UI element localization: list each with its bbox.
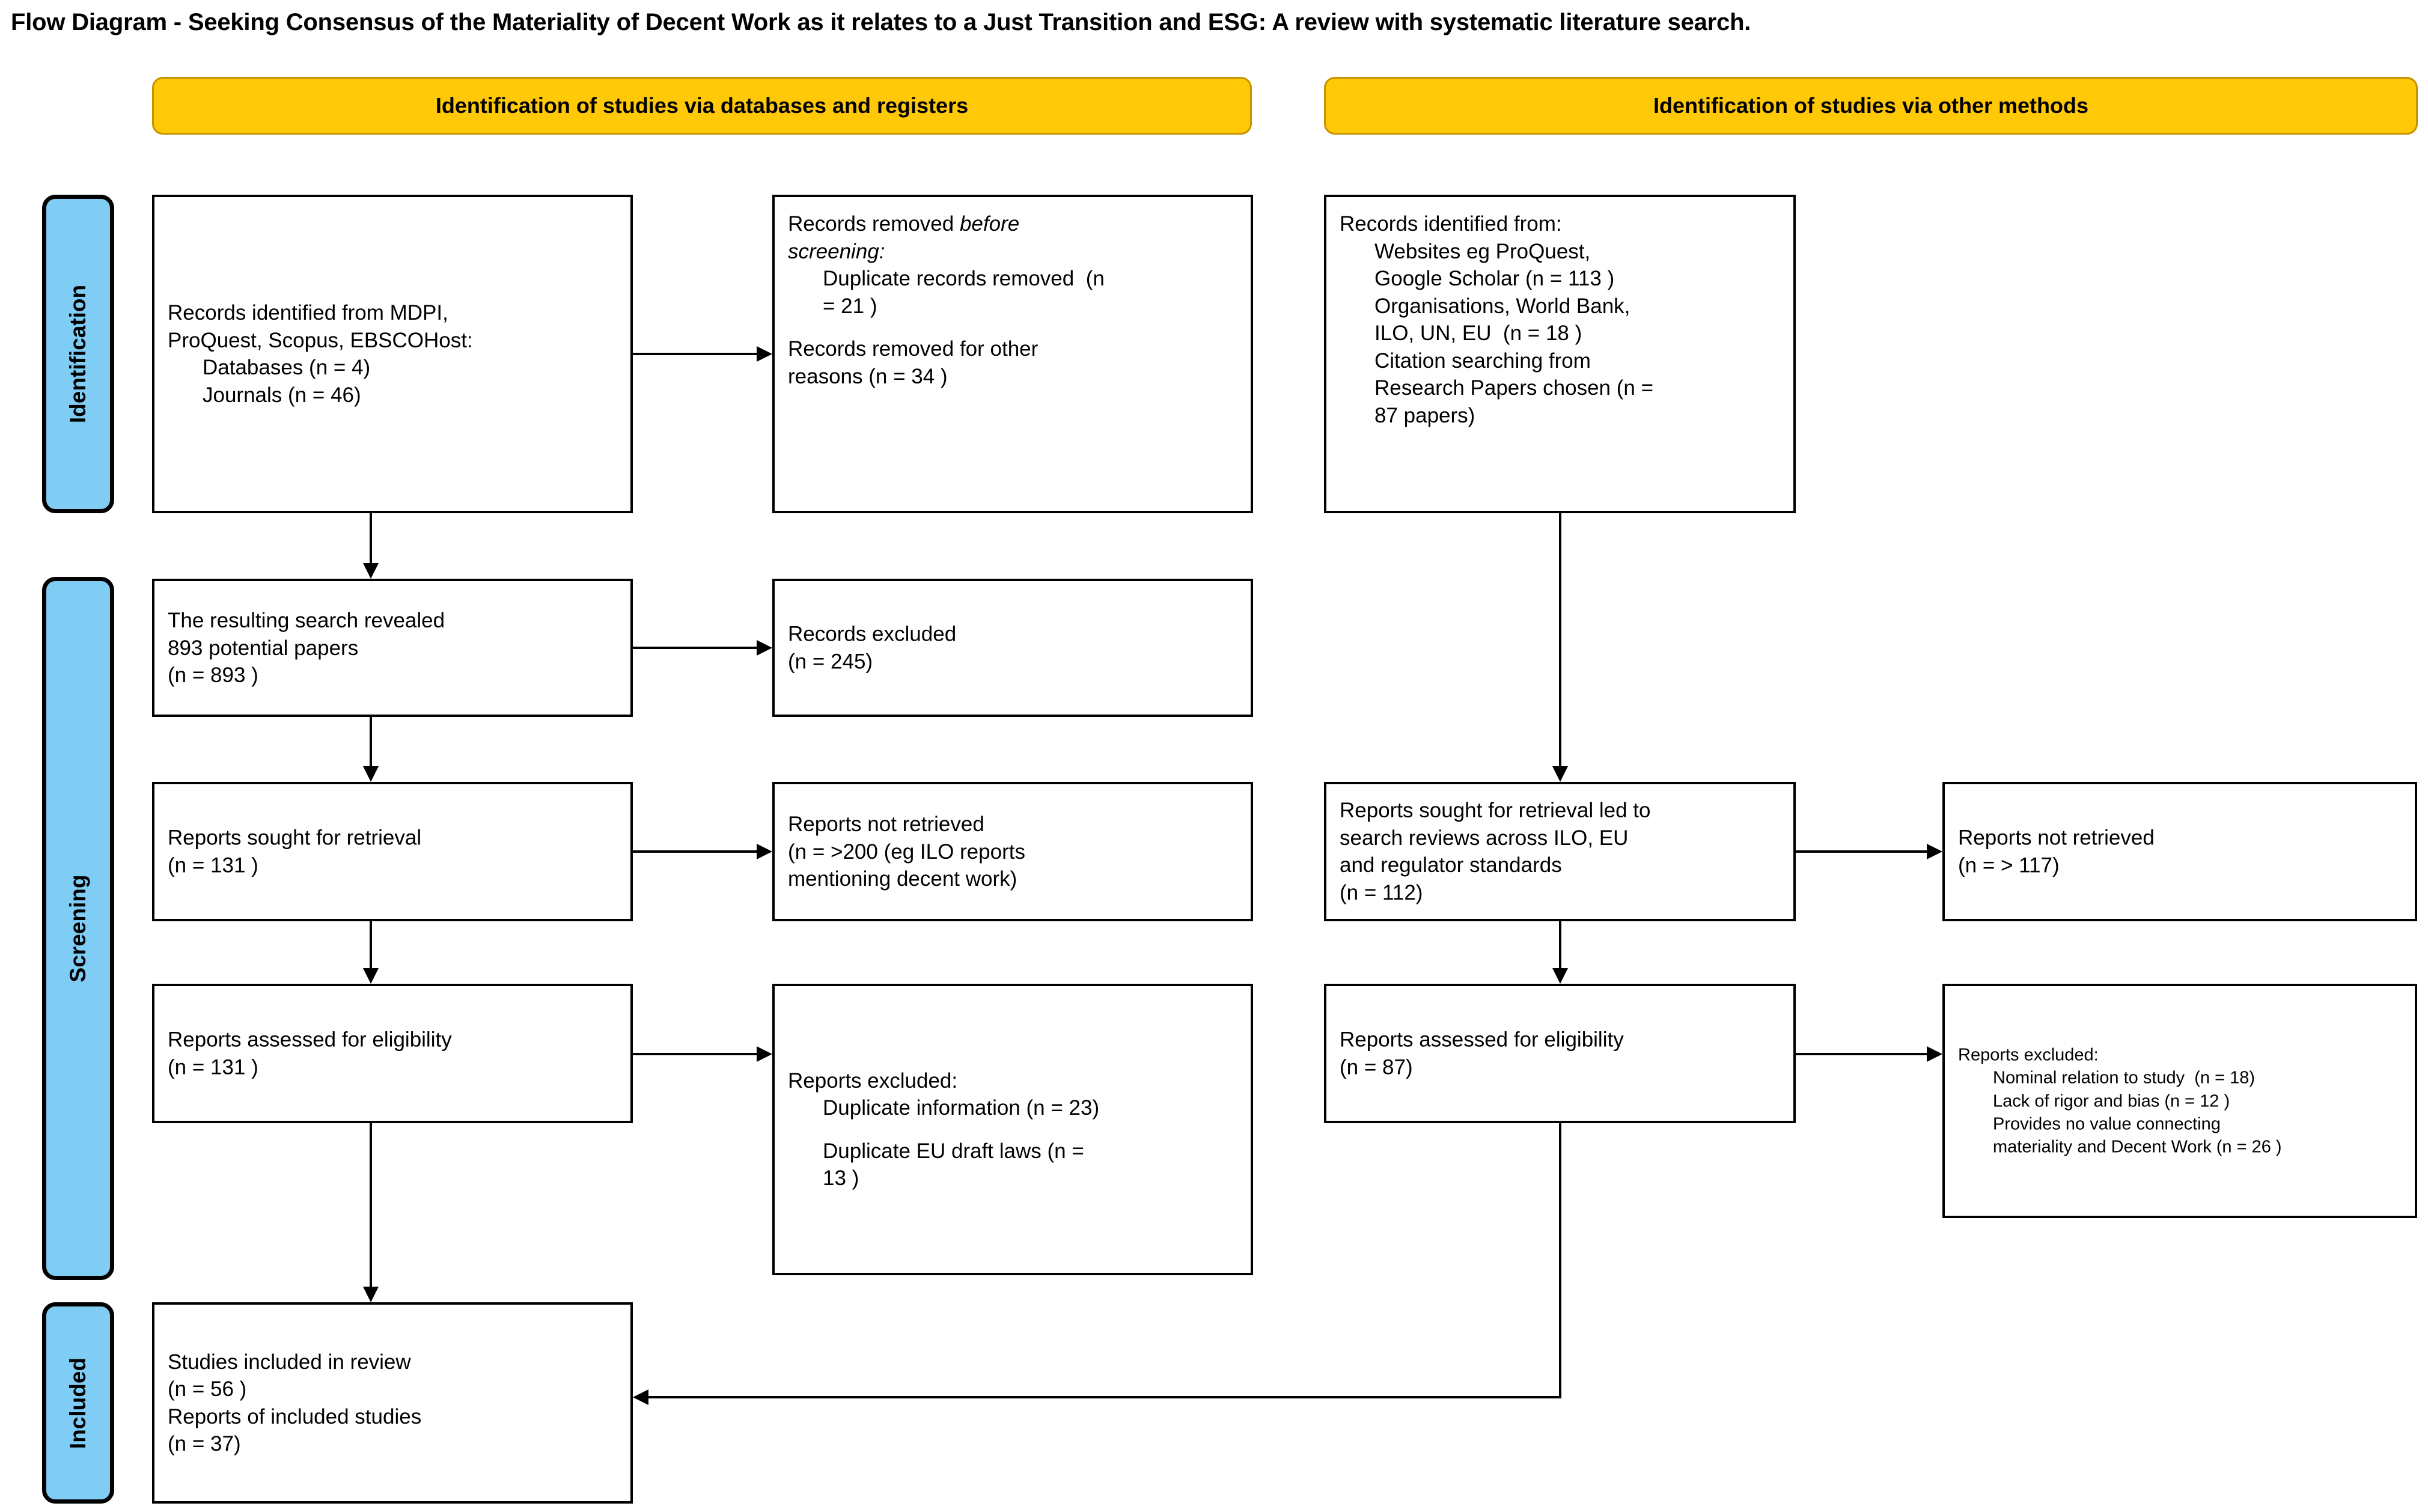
arrow-left-row3-notretrieved	[757, 844, 772, 859]
stage-tab-included-label: Included	[66, 1357, 90, 1449]
box-records-identified-other-text: Records identified from:Websites eg ProQ…	[1340, 212, 1654, 427]
box-reports-excluded-left: Reports excluded:Duplicate information (…	[772, 984, 1253, 1275]
box-reports-excluded-right: Reports excluded:Nominal relation to stu…	[1942, 984, 2417, 1218]
column-header-databases: Identification of studies via databases …	[152, 77, 1252, 135]
connector-right-row4-excluded	[1796, 1053, 1927, 1055]
box-records-identified-databases: Records identified from MDPI,ProQuest, S…	[152, 195, 633, 513]
column-header-databases-label: Identification of studies via databases …	[435, 93, 969, 118]
stage-tab-included: Included	[42, 1302, 114, 1504]
box-reports-assessed-right-text: Reports assessed for eligibility(n = 87)	[1340, 1028, 1624, 1079]
arrow-right-row4-excluded	[1927, 1046, 1942, 1062]
box-reports-not-retrieved-right: Reports not retrieved(n = > 117)	[1942, 782, 2417, 921]
connector-right-row3-row4	[1559, 921, 1561, 968]
box-reports-assessed-right: Reports assessed for eligibility(n = 87)	[1324, 984, 1796, 1123]
box-reports-assessed-left: Reports assessed for eligibility(n = 131…	[152, 984, 633, 1123]
arrow-right-row1-row3	[1552, 766, 1568, 782]
box-reports-not-retrieved-right-text: Reports not retrieved(n = > 117)	[1958, 826, 2155, 877]
box-studies-included: Studies included in review(n = 56 )Repor…	[152, 1302, 633, 1504]
arrow-left-row2-excluded	[757, 640, 772, 656]
stage-tab-identification-label: Identification	[66, 284, 90, 424]
box-reports-not-retrieved-left-text: Reports not retrieved(n = >200 (eg ILO r…	[788, 812, 1025, 891]
arrow-right-row3-notretrieved	[1927, 844, 1942, 859]
stage-tab-screening-label: Screening	[66, 874, 90, 983]
box-studies-included-text: Studies included in review(n = 56 )Repor…	[168, 1350, 422, 1456]
arrow-right-row3-row4	[1552, 968, 1568, 984]
connector-left-row3-row4	[370, 921, 372, 968]
connector-right-row1-row3	[1559, 513, 1561, 766]
column-header-other-methods: Identification of studies via other meth…	[1324, 77, 2418, 135]
box-reports-assessed-left-text: Reports assessed for eligibility(n = 131…	[168, 1028, 452, 1079]
stage-tab-screening: Screening	[42, 577, 114, 1280]
box-reports-not-retrieved-left: Reports not retrieved(n = >200 (eg ILO r…	[772, 782, 1253, 921]
box-records-identified-databases-text: Records identified from MDPI,ProQuest, S…	[168, 301, 473, 407]
arrow-left-row4-included	[363, 1287, 379, 1302]
connector-left-row1-removed	[633, 353, 757, 355]
arrow-left-row1-removed	[757, 346, 772, 362]
connector-right-row4-down	[1559, 1123, 1561, 1398]
column-header-other-methods-label: Identification of studies via other meth…	[1653, 93, 2089, 118]
arrow-right-to-included	[633, 1389, 648, 1405]
page-title: Flow Diagram - Seeking Consensus of the …	[11, 9, 1751, 35]
arrow-left-row3-row4	[363, 968, 379, 984]
connector-left-row2-excluded	[633, 647, 757, 649]
box-records-excluded: Records excluded(n = 245)	[772, 579, 1253, 717]
connector-left-row3-notretrieved	[633, 850, 757, 853]
connector-left-row2-row3	[370, 717, 372, 766]
connector-right-to-included	[648, 1396, 1561, 1398]
arrow-left-row1-row2	[363, 563, 379, 579]
connector-left-row4-included	[370, 1123, 372, 1287]
box-reports-excluded-left-text: Reports excluded:Duplicate information (…	[788, 1068, 1100, 1190]
connector-left-row1-row2	[370, 513, 372, 563]
connector-right-row3-notretrieved	[1796, 850, 1927, 853]
stage-tab-identification: Identification	[42, 195, 114, 513]
connector-left-row4-excluded	[633, 1053, 757, 1055]
arrow-left-row2-row3	[363, 766, 379, 782]
box-records-identified-other: Records identified from:Websites eg ProQ…	[1324, 195, 1796, 513]
box-reports-sought-left: Reports sought for retrieval(n = 131 )	[152, 782, 633, 921]
arrow-left-row4-excluded	[757, 1046, 772, 1062]
box-reports-excluded-right-text: Reports excluded:Nominal relation to stu…	[1958, 1045, 2282, 1157]
box-records-excluded-text: Records excluded(n = 245)	[788, 622, 957, 674]
box-reports-sought-left-text: Reports sought for retrieval(n = 131 )	[168, 826, 422, 877]
